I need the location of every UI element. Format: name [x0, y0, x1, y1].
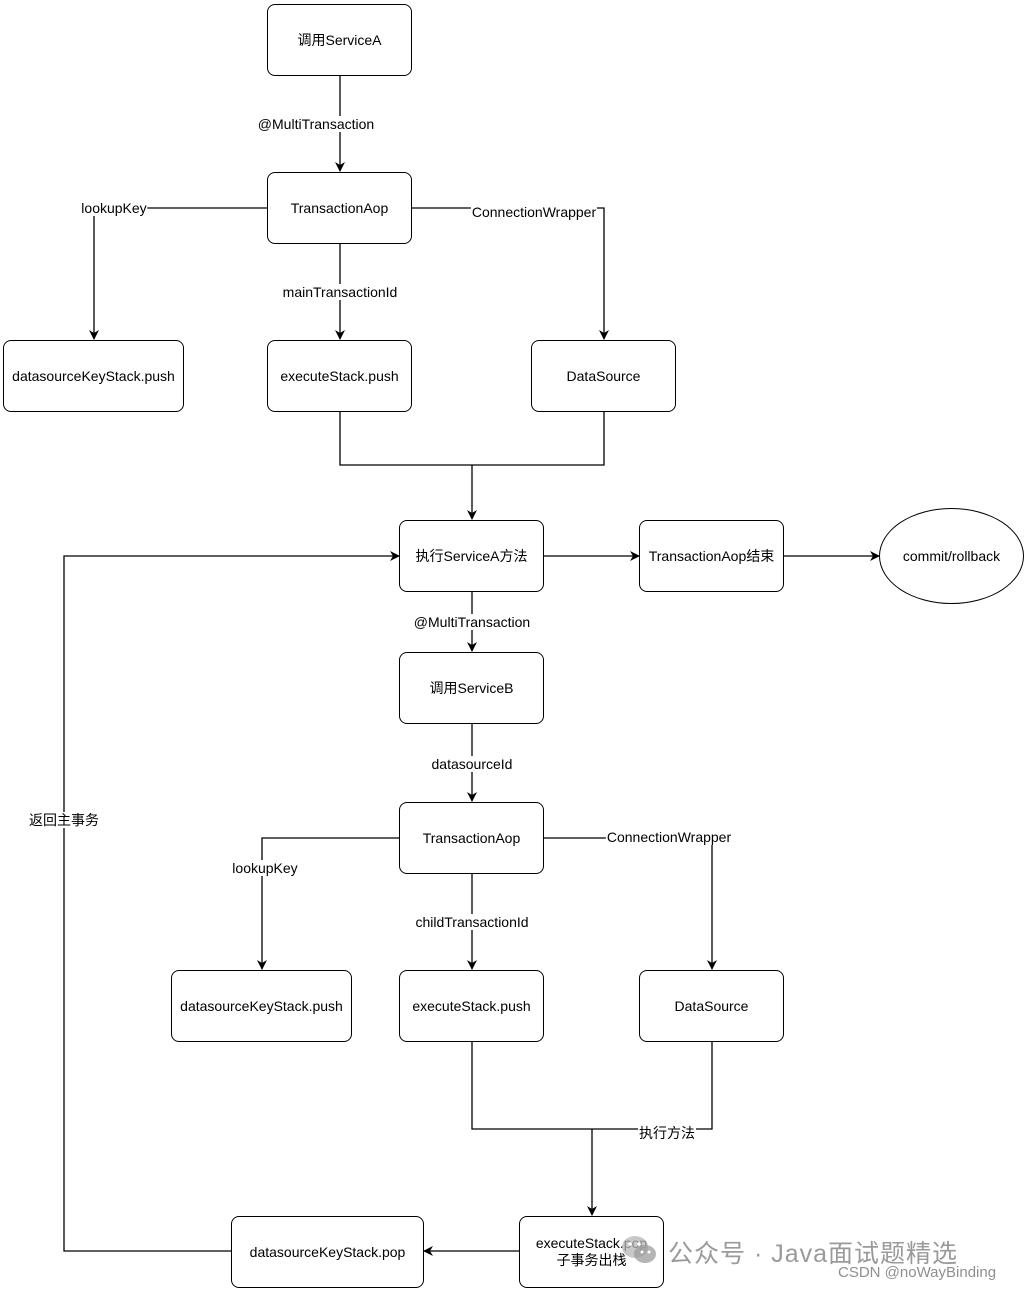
- watermark-csdn: CSDN @noWayBinding: [838, 1264, 997, 1281]
- node-transaction-aop-end: TransactionAop结束: [639, 520, 784, 592]
- wechat-icon: [622, 1236, 656, 1263]
- edge-aop2-to-keystack2: [257, 837, 400, 970]
- edge-label-connection-wrapper-1: ConnectionWrapper: [470, 204, 598, 220]
- node-label: TransactionAop结束: [648, 547, 775, 564]
- node-data-source-2: DataSource: [639, 970, 784, 1042]
- node-label: datasourceKeyStack.push: [180, 997, 343, 1014]
- node-label: TransactionAop: [422, 829, 521, 846]
- node-label: executeStack.push: [412, 997, 531, 1014]
- node-execute-stack-push-1: executeStack.push: [267, 340, 412, 412]
- node-execute-stack-push-2: executeStack.push: [399, 970, 544, 1042]
- edge-label-lookup-key-2: lookupKey: [231, 860, 299, 876]
- edge-label-connection-wrapper-2: ConnectionWrapper: [605, 829, 733, 845]
- node-label: datasourceKeyStack.pop: [249, 1243, 406, 1260]
- node-commit-rollback: commit/rollback: [879, 508, 1024, 604]
- node-execute-service-a: 执行ServiceA方法: [399, 520, 544, 592]
- edge-label-execute-method: 执行方法: [638, 1125, 696, 1141]
- node-transaction-aop-1: TransactionAop: [267, 172, 412, 244]
- node-datasource-key-stack-pop: datasourceKeyStack.pop: [231, 1216, 424, 1288]
- node-label: executeStack.push: [280, 367, 399, 384]
- edge-label-child-transaction-id: childTransactionId: [414, 914, 530, 930]
- node-label-line1: executeStack.pop: [535, 1235, 648, 1251]
- node-label: datasourceKeyStack.push: [12, 367, 175, 384]
- edge-label-return-main-transaction: 返回主事务: [28, 812, 100, 828]
- node-call-service-b: 调用ServiceB: [399, 652, 544, 724]
- node-datasource-key-stack-push-1: datasourceKeyStack.push: [3, 340, 184, 412]
- edge-aop1-to-datasource1: [411, 207, 609, 340]
- edge-label-lookup-key-1: lookupKey: [80, 200, 148, 216]
- node-data-source-1: DataSource: [531, 340, 676, 412]
- edge-aop1-to-keystack1: [89, 207, 268, 340]
- node-label: 调用ServiceB: [429, 679, 514, 696]
- edge-label-multi-transaction-2: @MultiTransaction: [412, 614, 532, 630]
- node-label: DataSource: [566, 367, 641, 384]
- node-label: 执行ServiceA方法: [415, 547, 528, 564]
- edge-execstack2-merge: [471, 1041, 713, 1130]
- edge-aop2-to-datasource2: [543, 837, 717, 970]
- node-label: commit/rollback: [902, 548, 1001, 564]
- node-label-line2: 子事务出栈: [556, 1252, 627, 1268]
- edge-execstack1-merge: [339, 411, 605, 466]
- watermark-text: 公众号 · Java面试题精选: [668, 1240, 959, 1268]
- edge-return-to-main: [63, 551, 400, 1252]
- edge-label-multi-transaction-1: @MultiTransaction: [256, 116, 376, 132]
- node-label: 调用ServiceA: [297, 31, 382, 48]
- node-label: TransactionAop: [290, 199, 389, 216]
- edge-label-datasource-id: datasourceId: [430, 756, 514, 772]
- edge-label-main-transaction-id: mainTransactionId: [281, 284, 399, 300]
- node-label: DataSource: [674, 997, 749, 1014]
- node-transaction-aop-2: TransactionAop: [399, 802, 544, 874]
- node-call-service-a: 调用ServiceA: [267, 4, 412, 76]
- node-datasource-key-stack-push-2: datasourceKeyStack.push: [171, 970, 352, 1042]
